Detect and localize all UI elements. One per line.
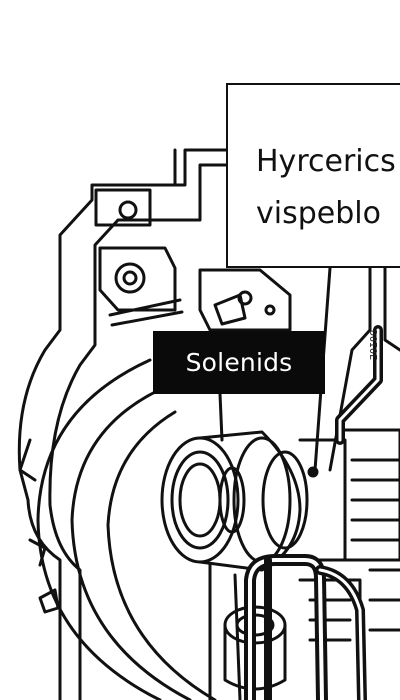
valve-block: [298, 438, 347, 562]
solenoid-label: Solenids: [153, 331, 325, 394]
bell-housing-arc-inner2: [106, 410, 217, 700]
bell-housing-arc: [36, 358, 162, 700]
solenoid-face-ring-inner: [178, 462, 222, 538]
right-housing-wall-2: [383, 266, 400, 352]
side-notch: [18, 438, 37, 482]
wire-harness-right-highlight: [318, 568, 364, 700]
housing-inner-outline: [48, 163, 228, 700]
right-housing-wall: [328, 266, 372, 472]
label-leader-line: [218, 392, 224, 442]
part-stamp: D0I0E: [367, 330, 378, 361]
bolt-2: [264, 304, 276, 316]
housing-outline: [17, 148, 228, 700]
callout-leader-dot: [307, 466, 319, 478]
solenoid-neck: [218, 466, 246, 534]
bell-housing-arc-inner: [70, 383, 192, 700]
side-notch-3: [28, 538, 47, 567]
callout-box: Hyrcerics vispeblo: [226, 83, 400, 268]
rib-2: [110, 310, 184, 327]
lower-right-block: [368, 568, 400, 632]
mounting-lug-middle: [98, 246, 177, 312]
wire-harness-top-highlight: [338, 328, 380, 442]
mounting-lug-top: [94, 188, 152, 227]
solenoid-face-ring: [170, 450, 230, 550]
bracket: [198, 268, 292, 332]
lower-housing-2: [233, 573, 242, 700]
valve-block-2: [343, 428, 400, 562]
mounting-hole-top: [118, 200, 138, 220]
bracket-slot: [213, 293, 247, 326]
solenoid-rear-ring-2: [261, 450, 309, 550]
callout-text-line-1: Hyrcerics: [256, 144, 396, 179]
rib-1: [108, 298, 182, 317]
bolt-1: [237, 290, 253, 306]
mounting-hole-middle: [114, 262, 146, 294]
side-notch-2: [38, 588, 60, 614]
mounting-hole-middle-inner: [122, 270, 138, 286]
callout-text-line-2: vispeblo: [256, 196, 381, 231]
